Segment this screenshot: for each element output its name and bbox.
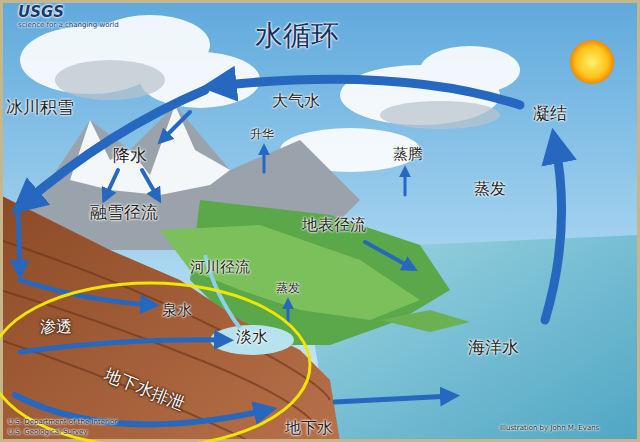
diagram-label: USGS (18, 4, 64, 21)
diagram-label: 泉水 (162, 302, 192, 319)
diagram-label: 凝结 (533, 104, 567, 124)
diagram-label: 地下水排泄 (101, 365, 187, 415)
diagram-label: 河川径流 (190, 259, 250, 276)
diagram-label: 大气水 (272, 92, 320, 110)
diagram-label: 蒸发 (276, 282, 300, 296)
diagram-title: 水循环 (255, 20, 339, 52)
diagram-label: 融雪径流 (90, 203, 158, 223)
diagram-label: U.S. Department of the Interior (8, 418, 117, 426)
diagram-label: science for a changing world (18, 21, 119, 29)
diagram-label: 冰川积雪 (6, 98, 74, 118)
diagram-label: 淡水 (236, 328, 268, 346)
diagram-label: 地下水 (285, 419, 333, 437)
diagram-label: 降水 (113, 146, 147, 166)
diagram-label: 海洋水 (468, 338, 519, 358)
diagram-label: Illustration by John M. Evans (500, 424, 599, 432)
diagram-label: 蒸腾 (393, 146, 423, 163)
diagram-label: 渗透 (40, 318, 72, 336)
diagram-label: 地表径流 (302, 216, 366, 234)
diagram-label: 蒸发 (474, 180, 506, 198)
diagram-label: U.S. Geological Survey (8, 428, 88, 436)
diagram-label: 升华 (250, 128, 274, 142)
